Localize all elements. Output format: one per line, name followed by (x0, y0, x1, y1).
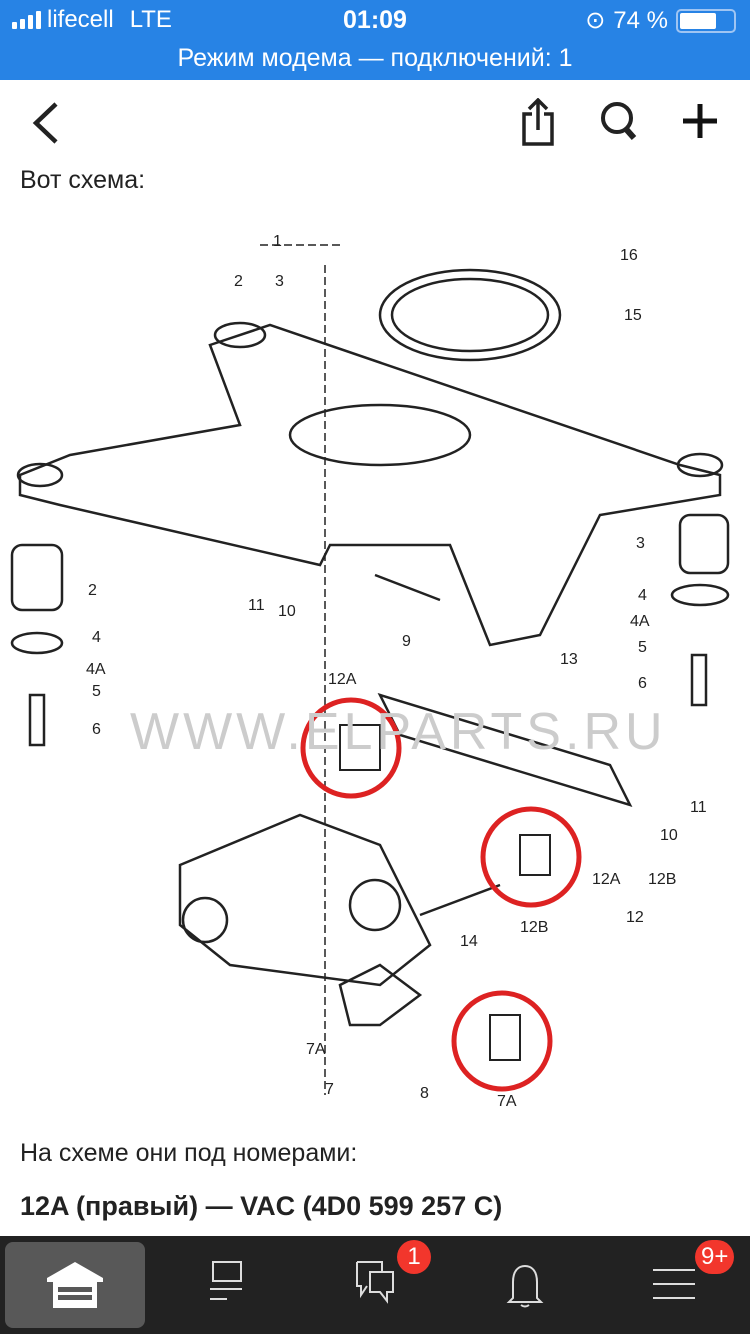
callout-label: 7A (497, 1093, 517, 1110)
battery-icon (676, 8, 736, 33)
callout-label: 12A (592, 871, 621, 888)
add-icon[interactable] (680, 98, 720, 148)
bell-icon (506, 1264, 544, 1308)
callout-label: 3 (275, 273, 284, 290)
callout-label: 12A (328, 671, 357, 688)
callout-label: 4A (630, 613, 650, 630)
tab-bar: 1 9+ (0, 1236, 750, 1334)
callout-label: 6 (638, 675, 647, 692)
network-type: LTE (129, 6, 172, 33)
callout-label: 15 (624, 307, 642, 324)
battery-percent: 74 % (613, 6, 668, 34)
callout-label: 12B (648, 871, 677, 888)
nav-bar (0, 80, 750, 166)
signal-icon (12, 11, 41, 29)
rotation-lock-icon: ⊙ (585, 7, 606, 34)
callout-label: 2 (88, 582, 97, 599)
callout-label: 4 (92, 629, 101, 646)
callout-label: 12B (520, 919, 549, 936)
post-text-line: 12A (правый) — VAC (4D0 599 257 C) (20, 1191, 503, 1221)
callout-label: 4 (638, 587, 647, 604)
menu-icon (653, 1269, 695, 1299)
search-icon[interactable] (598, 98, 642, 148)
callout-label: 13 (560, 651, 578, 668)
callout-label: 8 (420, 1085, 429, 1102)
back-icon[interactable] (28, 98, 64, 148)
tab-feed[interactable] (158, 1242, 298, 1328)
callout-label: 5 (638, 639, 647, 656)
tab-notifications[interactable] (455, 1242, 595, 1328)
callout-label: 16 (620, 247, 638, 264)
callout-label: 7A (306, 1041, 326, 1058)
callout-label: 7 (325, 1081, 334, 1098)
feed-icon (210, 1261, 242, 1300)
callout-label: 2 (234, 273, 243, 290)
messages-icon (356, 1261, 394, 1304)
callout-label: 4A (86, 661, 106, 678)
post-intro: Вот схема: (20, 166, 146, 194)
status-bar: lifecell LTE 01:09 ⊙ 74 % Режим модема —… (0, 0, 750, 80)
post-text: На схеме они под номерами: (20, 1139, 358, 1167)
callout-label: 5 (92, 683, 101, 700)
menu-badge: 9+ (695, 1240, 735, 1274)
tab-messages[interactable]: 1 (305, 1240, 445, 1328)
callout-label: 1 (273, 233, 282, 250)
subframe-drawing (10, 244, 730, 1095)
callout-label: 14 (460, 933, 478, 950)
tab-menu[interactable]: 9+ (605, 1240, 745, 1328)
carrier: lifecell (47, 6, 114, 33)
callout-label: 12 (626, 909, 644, 926)
watermark: WWW.ELPARTS.RU (130, 703, 667, 761)
share-icon[interactable] (518, 98, 558, 148)
callout-label: 3 (636, 535, 645, 552)
garage-icon (47, 1262, 103, 1308)
callout-label: 6 (92, 721, 101, 738)
hotspot-banner[interactable]: Режим модема — подключений: 1 (177, 44, 573, 72)
callout-label: 10 (660, 827, 678, 844)
messages-badge: 1 (397, 1240, 431, 1274)
tab-garage[interactable] (5, 1242, 145, 1328)
callout-label: 11 (690, 799, 707, 816)
callout-label: 10 (278, 603, 296, 620)
callout-label: 11 (248, 597, 265, 614)
callout-label: 9 (402, 633, 411, 650)
suspension-diagram[interactable]: WWW.ELPARTS.RU 1 2 3 16 15 11 10 9 2 4 4… (0, 225, 750, 1115)
clock: 01:09 (343, 6, 407, 34)
